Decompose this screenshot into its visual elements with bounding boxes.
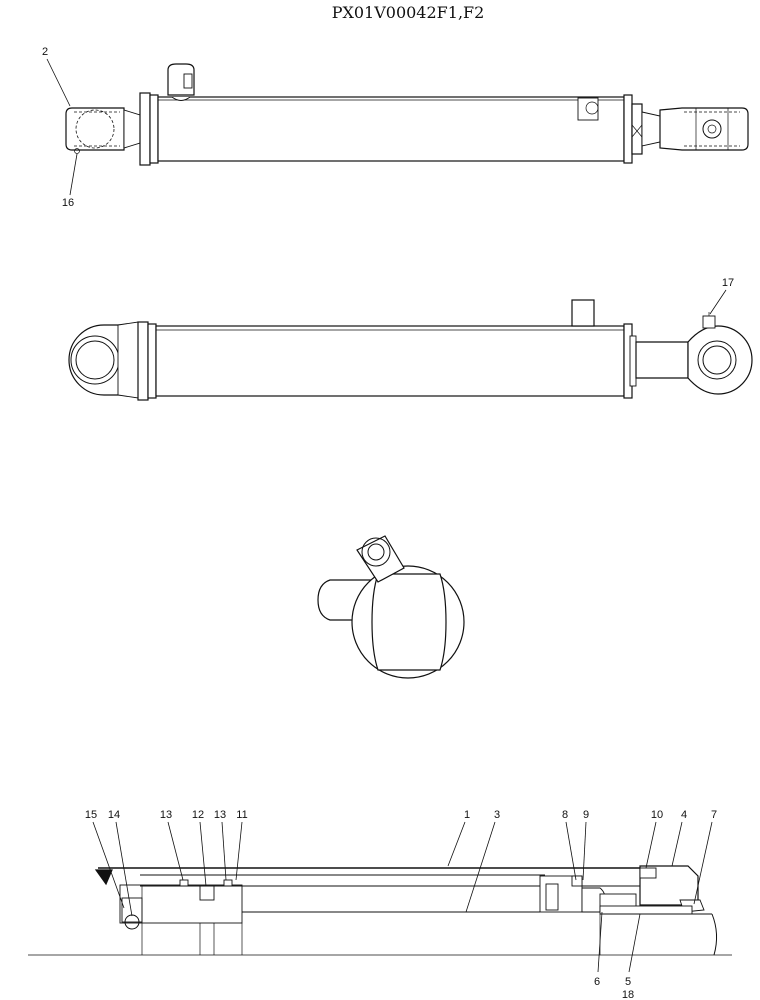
callout-2: 2 [42,46,48,58]
callout-8: 8 [562,809,568,821]
callout-11: 11 [236,809,247,821]
callout-5: 5 [625,976,631,988]
callout-17: 17 [722,277,734,289]
callout-6: 6 [594,976,600,988]
callout-14: 14 [108,809,120,821]
callout-7: 7 [711,809,717,821]
callout-3: 3 [494,809,500,821]
callout-13-right: 13 [214,809,226,821]
callout-4: 4 [681,809,687,821]
callout-1: 1 [464,809,470,821]
callout-9: 9 [583,809,589,821]
callout-18: 18 [622,989,634,1000]
callout-15: 15 [85,809,97,821]
cylinder-top-view [65,63,749,166]
grease-fitting-16 [74,148,80,154]
callout-16: 16 [62,197,74,209]
cylinder-side-view [68,299,753,401]
callout-10: 10 [651,809,663,821]
cylinder-end-view [317,535,465,679]
diagram-title: PX01V00042F1,F2 [332,3,485,22]
callout-13-left: 13 [160,809,172,821]
cylinder-section-view [28,865,732,956]
callout-12: 12 [192,809,204,821]
